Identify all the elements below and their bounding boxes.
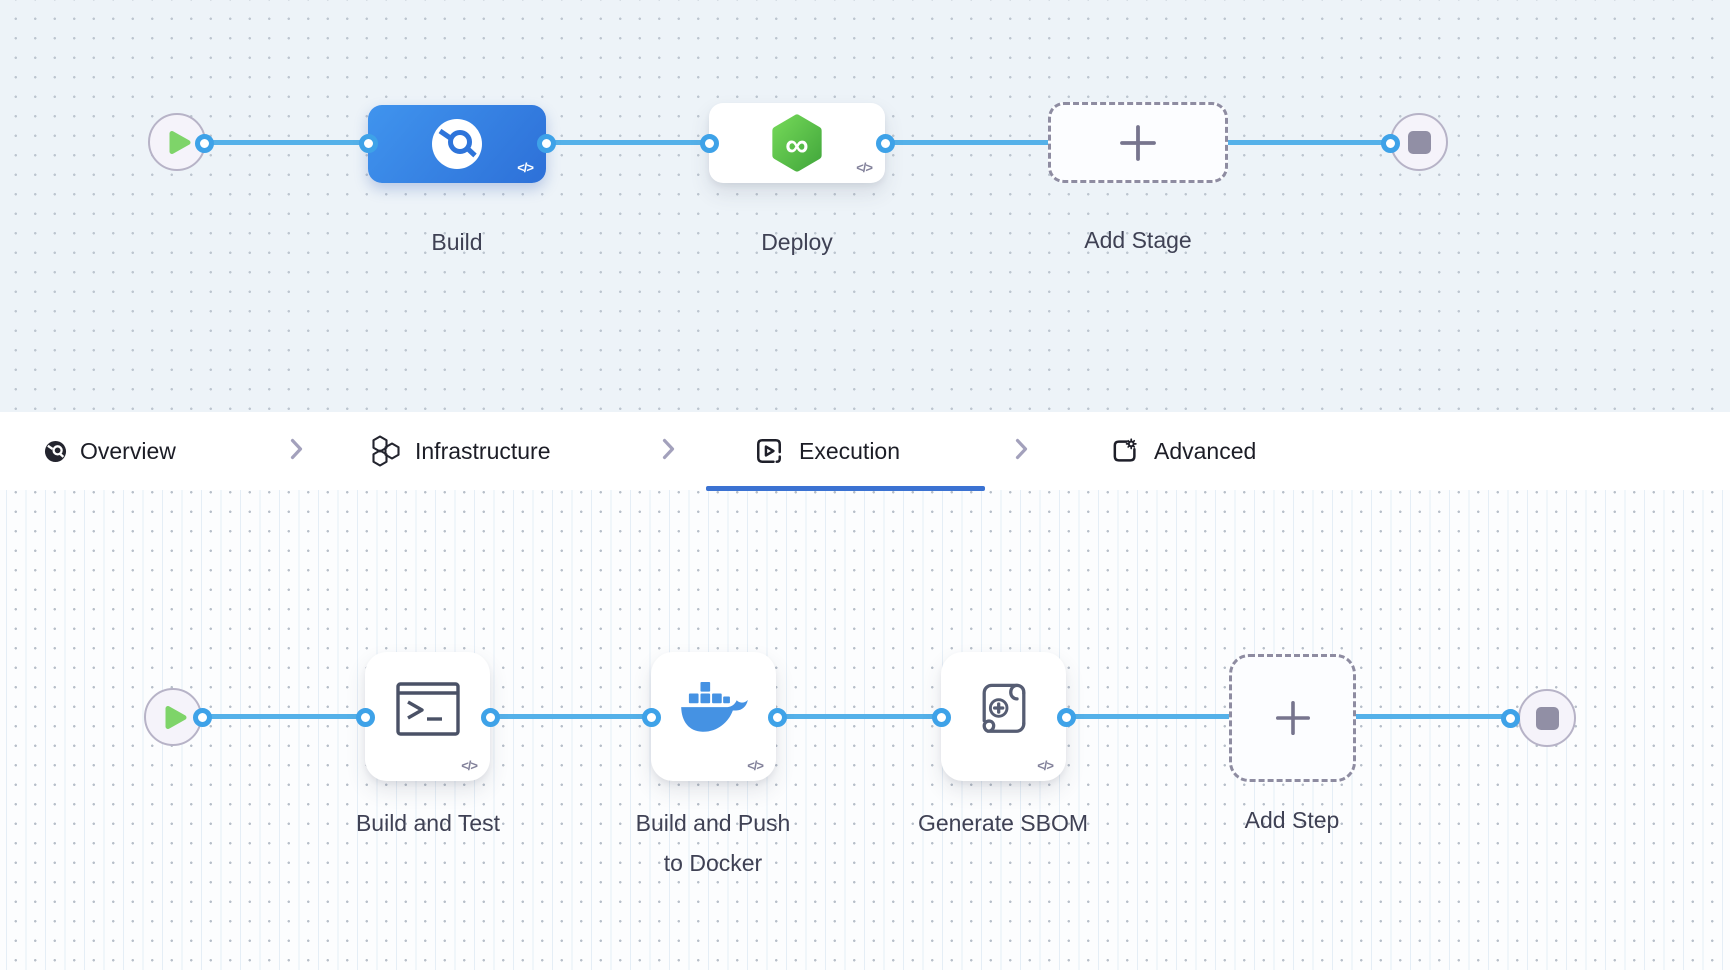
plus-icon: [1120, 124, 1156, 161]
connector-dot: [767, 707, 787, 727]
plus-icon: [1275, 700, 1310, 736]
tab-label: Advanced: [1154, 437, 1257, 464]
step-card-build-and-test[interactable]: </>: [365, 652, 490, 781]
stop-icon: [1535, 706, 1559, 730]
play-icon: [169, 130, 191, 154]
step-label: Build and Test: [355, 810, 501, 836]
yaml-code-badge: </>: [1037, 758, 1054, 773]
chevron-right-icon: [290, 438, 303, 465]
yaml-code-badge: </>: [517, 160, 534, 175]
connector-dot: [192, 707, 212, 727]
scroll-plus-icon: [976, 678, 1032, 745]
add-stage-button[interactable]: [1048, 102, 1228, 183]
connector-dot: [355, 707, 375, 727]
connector-dot: [536, 133, 556, 153]
infrastructure-icon: [371, 435, 401, 467]
stage-card-deploy[interactable]: ∞ </>: [709, 103, 885, 183]
connector-dot: [931, 707, 951, 727]
add-step-button[interactable]: [1229, 654, 1356, 782]
overview-icon: [44, 440, 67, 463]
chevron-right-icon: [1015, 438, 1028, 465]
stage-label: Build: [431, 229, 483, 255]
execution-icon: [756, 438, 782, 464]
stage-config-tab-bar: Overview Infrastructure: [0, 412, 1730, 491]
yaml-code-badge: </>: [856, 160, 873, 175]
connector-dot: [641, 707, 661, 727]
connector-dot: [194, 133, 214, 153]
ci-build-icon: [432, 119, 482, 169]
stage-canvas[interactable]: </> ∞ </>: [0, 0, 1730, 412]
advanced-icon: [1112, 438, 1138, 464]
svg-text:∞: ∞: [785, 126, 808, 163]
pipeline-start-node: [148, 113, 206, 171]
chevron-right-icon: [662, 438, 675, 465]
connector-dot: [358, 133, 378, 153]
step-card-build-and-push-to-docker[interactable]: </>: [651, 652, 776, 781]
connector-line: [204, 140, 368, 145]
cd-deploy-icon: ∞: [772, 114, 822, 172]
step-label: Build and Push to Docker: [635, 810, 791, 876]
play-icon: [165, 705, 187, 729]
connector-line: [490, 714, 651, 719]
connector-dot: [1500, 708, 1520, 728]
connector-dot: [699, 133, 719, 153]
yaml-code-badge: </>: [747, 758, 764, 773]
connector-dot: [1056, 707, 1076, 727]
tab-advanced[interactable]: Advanced: [1112, 415, 1256, 487]
tab-label: Infrastructure: [415, 437, 551, 464]
tab-execution[interactable]: Execution: [756, 415, 900, 487]
step-canvas[interactable]: </> </>: [0, 490, 1730, 970]
pipeline-end-node: [1390, 113, 1448, 171]
step-label: Generate SBOM: [917, 810, 1089, 836]
stop-icon: [1407, 130, 1431, 154]
tab-label: Execution: [799, 437, 901, 464]
connector-dot: [480, 707, 500, 727]
stage-card-build[interactable]: </>: [368, 105, 546, 183]
connector-dot: [875, 133, 895, 153]
stage-label: Deploy: [761, 229, 833, 255]
connector-line: [777, 714, 941, 719]
tab-overview[interactable]: Overview: [44, 415, 176, 487]
stage-label: Add Stage: [1084, 227, 1192, 253]
tab-infrastructure[interactable]: Infrastructure: [371, 415, 551, 487]
active-tab-underline: [706, 486, 985, 491]
tab-label: Overview: [80, 437, 176, 464]
execution-end-node: [1518, 689, 1576, 747]
connector-dot: [1380, 133, 1400, 153]
yaml-code-badge: </>: [461, 758, 478, 773]
step-label: Add Step: [1244, 807, 1340, 833]
step-card-generate-sbom[interactable]: </>: [941, 652, 1066, 781]
docker-icon: [677, 681, 751, 742]
connector-line: [202, 714, 365, 719]
connector-line: [546, 140, 709, 145]
terminal-icon: [395, 682, 460, 741]
